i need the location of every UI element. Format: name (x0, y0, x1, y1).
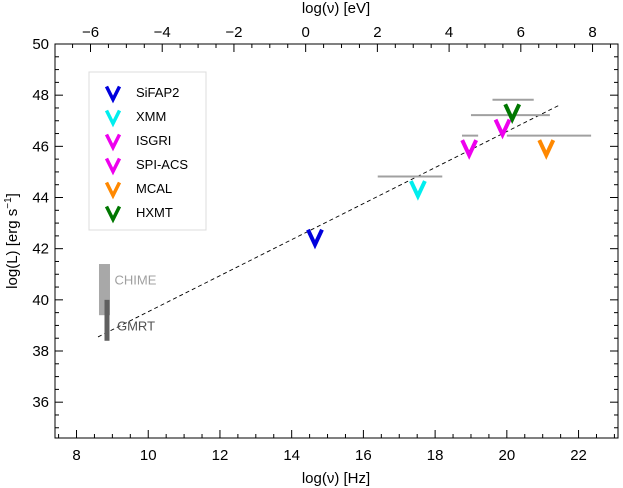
x2-tick-label: −2 (225, 24, 242, 41)
marker-mcal (537, 139, 556, 160)
x2-tick-label: 0 (301, 24, 309, 41)
x2-tick-label: 4 (445, 24, 453, 41)
markers-layer (306, 103, 556, 250)
legend-marker-xmm (104, 109, 122, 128)
legend-marker-isgri (104, 133, 122, 152)
marker-sifap2 (306, 228, 324, 250)
legend-label-isgri: ISGRI (136, 133, 171, 148)
y-tick-label: 48 (32, 87, 49, 104)
x-axis-ticks: 8 10 12 14 16 18 20 22 (58, 430, 615, 464)
legend-label-xmm: XMM (136, 109, 166, 124)
x-tick-label: 20 (498, 447, 515, 464)
radio-bar-gmrt (104, 299, 110, 341)
y-tick-label: 38 (32, 343, 49, 360)
radio-bar-chime (98, 264, 110, 316)
y-tick-label: 42 (32, 241, 49, 258)
radio-label-chime: CHIME (114, 272, 156, 287)
x-tick-label: 16 (355, 447, 372, 464)
x-axis-label: log(ν) [Hz] (302, 470, 370, 487)
marker-isgri (460, 139, 478, 160)
x2-tick-label: −4 (154, 24, 171, 41)
x-tick-label: 14 (283, 447, 300, 464)
legend-label-spi-acs: SPI-ACS (136, 157, 188, 172)
x2-tick-label: −6 (82, 24, 99, 41)
plot-frame (54, 43, 619, 439)
y-tick-label: 40 (32, 292, 49, 309)
fit-line-layer (97, 105, 560, 338)
legend-marker-spi-acs (104, 157, 122, 176)
marker-spi-acs (493, 118, 512, 140)
x-tick-label: 18 (427, 447, 444, 464)
y-tick-label: 36 (32, 394, 49, 411)
fit-line (97, 105, 560, 338)
radio-label-gmrt: GMRT (117, 319, 155, 334)
x2-axis-ticks: −6 −4 −2 0 2 4 6 8 (72, 24, 611, 52)
y-tick-label: 44 (32, 190, 49, 207)
y-tick-label: 46 (32, 138, 49, 155)
legend-marker-sifap2 (104, 85, 122, 104)
y-tick-label: 50 (32, 36, 49, 53)
y-axis-ticks: 36 38 40 42 44 46 48 50 (32, 36, 618, 429)
x2-tick-label: 2 (373, 24, 381, 41)
x-tick-label: 8 (72, 447, 80, 464)
legend-label-hxmt: HXMT (136, 205, 173, 220)
x-tick-label: 22 (570, 447, 587, 464)
x2-tick-label: 6 (517, 24, 525, 41)
radio-bars-layer: CHIME GMRT (98, 264, 157, 341)
marker-xmm (409, 180, 427, 201)
x-tick-label: 10 (140, 447, 157, 464)
x2-axis-label: log(ν) [eV] (302, 0, 370, 17)
marker-hxmt (503, 103, 522, 125)
legend-box (88, 71, 207, 231)
x2-tick-label: 8 (588, 24, 596, 41)
legend-marker-hxmt (104, 205, 122, 224)
legend-marker-mcal (104, 181, 122, 200)
y-axis-label: log(L) [erg s−1] (3, 193, 21, 289)
x-tick-label: 12 (212, 447, 229, 464)
legend-label-mcal: MCAL (136, 181, 172, 196)
legend-label-sifap2: SiFAP2 (136, 85, 179, 100)
energy-ranges-layer (377, 98, 592, 178)
